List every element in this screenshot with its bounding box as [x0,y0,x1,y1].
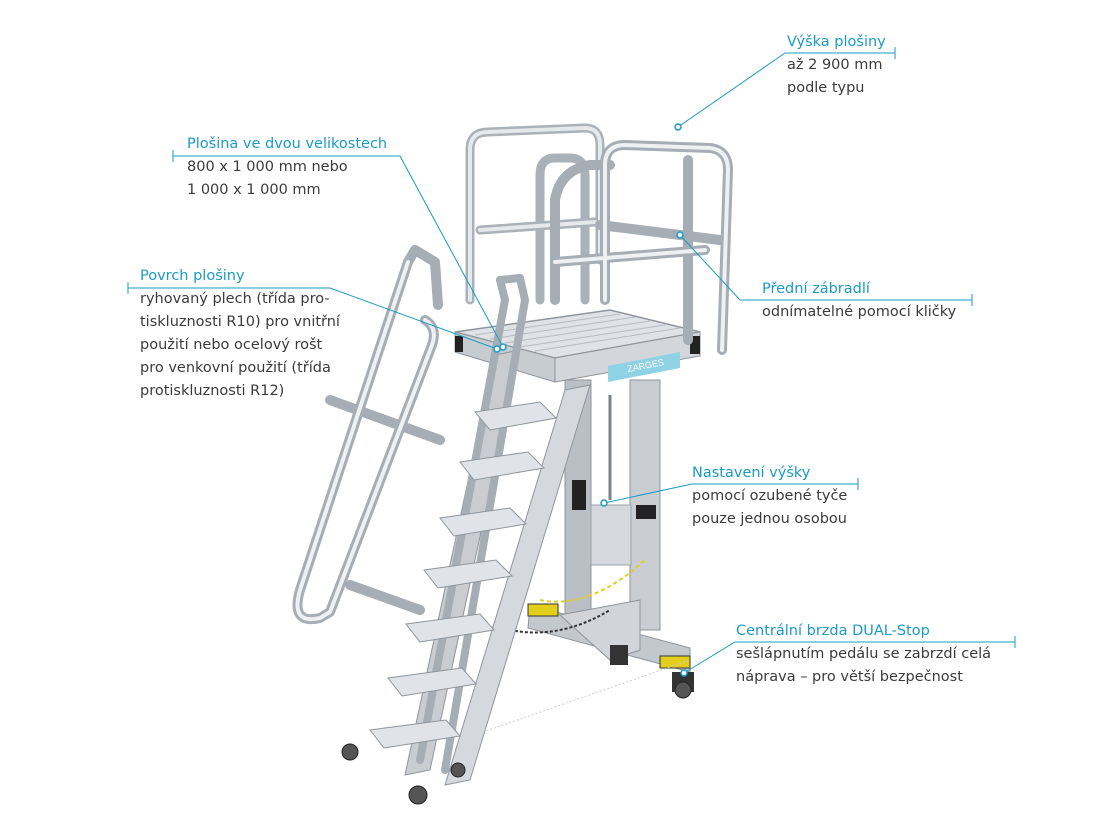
callout-line: sešlápnutím pedálu se zabrzdí celá [736,646,992,662]
rear-railing [465,123,605,305]
callout-line: protiskluznosti R12) [140,383,285,399]
leader-lines [127,47,1016,674]
callout-line: pomocí ozubené tyče [692,488,848,504]
stair-stringers [404,274,591,786]
callout-platform-size: Plošina ve dvou velikostech 800 x 1 000 … [187,133,387,202]
callout-line: pouze jednou osobou [692,511,847,527]
callout-title: Přední zábradlí [762,281,870,297]
base-frame [459,559,694,741]
callout-title: Výška plošiny [787,34,886,50]
callout-line: použití nebo ocelový rošt [140,337,323,353]
callout-title: Nastavení výšky [692,465,811,481]
callout-line: až 2 900 mm [787,57,883,73]
callout-line: náprava – pro větší bezpečnost [736,669,963,685]
casters [341,743,466,805]
callout-platform-surface: Povrch plošiny ryhovaný plech (třída pro… [140,265,340,403]
callout-line: pro venkovní použití (třída [140,360,331,376]
callout-line: 800 x 1 000 mm nebo [187,159,348,175]
callout-front-railing: Přední zábradlí odnímatelné pomocí kličk… [762,278,956,324]
callout-title: Centrální brzda DUAL-Stop [736,623,930,639]
callout-line: odnímatelné pomocí kličky [762,304,957,320]
leader-dots [493,123,688,677]
callout-line: tiskluznosti R10) pro vnitřní [140,314,340,330]
callout-title: Povrch plošiny [140,268,245,284]
stair-steps [369,401,558,749]
callout-platform-height: Výška plošiny až 2 900 mm podle typu [787,31,886,100]
callout-title: Plošina ve dvou velikostech [187,136,388,152]
callout-line: ryhovaný plech (třída pro- [140,291,330,307]
callout-line: 1 000 x 1 000 mm [187,182,321,198]
callout-line: podle typu [787,80,865,96]
callout-height-adjustment: Nastavení výšky pomocí ozubené tyče pouz… [692,462,847,531]
callout-central-brake: Centrální brzda DUAL-Stop sešlápnutím pe… [736,620,991,689]
